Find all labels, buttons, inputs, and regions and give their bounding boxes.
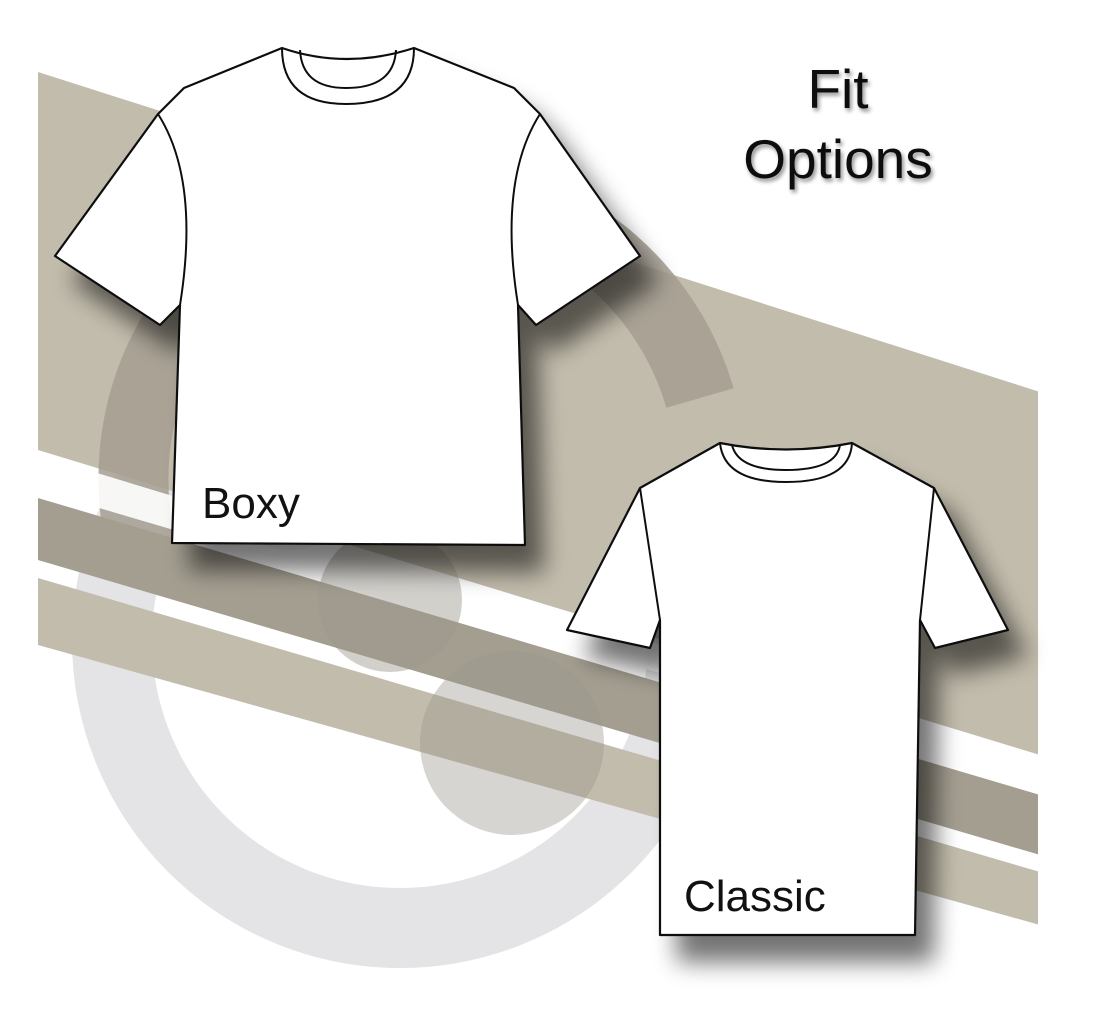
title-line-options: Options — [743, 128, 933, 190]
boxy-collar-inner — [299, 49, 397, 90]
boxy-right-sleeve-seam — [510, 113, 541, 306]
background-circle-medium — [420, 651, 604, 835]
boxy-collar-outer — [281, 47, 415, 106]
title-line-fit: Fit — [807, 58, 868, 120]
classic-right-sleeve-seam — [919, 487, 935, 621]
classic-shirt-outline — [565, 441, 1010, 937]
classic-label: Classic — [684, 872, 826, 921]
title: Fit Options — [743, 58, 933, 190]
background-circle-small — [318, 528, 462, 672]
classic-left-sleeve-seam — [639, 487, 661, 621]
classic-collar-outer — [719, 442, 853, 484]
boxy-label: Boxy — [202, 479, 300, 528]
classic-shirt — [565, 441, 1010, 937]
boxy-shirt — [53, 46, 642, 547]
classic-collar-inner — [731, 444, 841, 472]
boxy-left-sleeve-seam — [157, 113, 188, 306]
